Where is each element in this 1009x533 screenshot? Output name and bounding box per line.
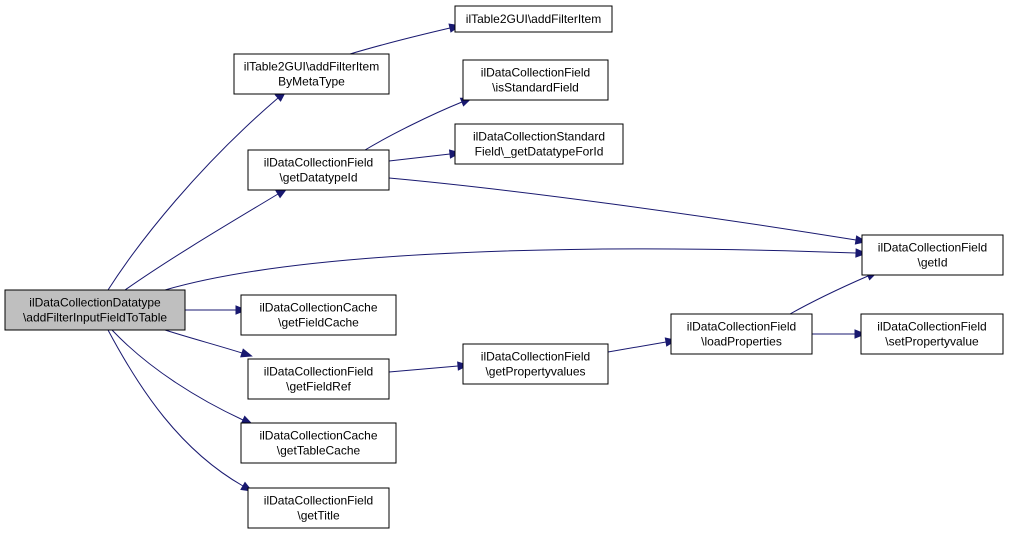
- edges-layer: [107, 23, 879, 492]
- edge-loadProperties-to-setPropertyvalue: [812, 329, 867, 339]
- node-label: \getTableCache: [277, 444, 361, 458]
- edge-line: [124, 193, 279, 291]
- edge-root-to-getFieldCache: [185, 305, 248, 315]
- node-label: ilDataCollectionField: [264, 494, 373, 508]
- edge-getFieldRef-to-getPropertyvalues: [388, 361, 470, 373]
- node-getFieldRef[interactable]: ilDataCollectionField\getFieldRef: [247, 358, 390, 400]
- edge-line: [388, 153, 451, 162]
- edge-line: [607, 341, 667, 353]
- edge-line: [388, 177, 857, 241]
- node-box[interactable]: [247, 358, 390, 400]
- node-box[interactable]: [454, 123, 624, 165]
- node-getDatatypeForId[interactable]: ilDataCollectionStandardField\_getDataty…: [454, 123, 624, 165]
- node-box[interactable]: [860, 313, 1004, 355]
- node-box[interactable]: [861, 234, 1004, 276]
- node-label: \loadProperties: [701, 335, 782, 349]
- node-box[interactable]: [247, 149, 390, 191]
- node-label: ilTable2GUI\addFilterItem: [244, 60, 379, 74]
- edge-root-to-getFieldRef: [164, 329, 253, 358]
- edge-getDatatypeId-to-getId: [388, 177, 868, 245]
- node-label: ilDataCollectionStandard: [473, 130, 605, 144]
- edge-line: [164, 329, 243, 354]
- node-box[interactable]: [247, 487, 390, 529]
- edge-root-to-getTitle: [107, 329, 253, 492]
- node-box[interactable]: [462, 59, 609, 101]
- edge-line: [789, 275, 869, 315]
- node-label: ilTable2GUI\addFilterItem: [466, 12, 601, 26]
- node-label: \getFieldCache: [278, 316, 359, 330]
- node-box[interactable]: [240, 422, 397, 464]
- node-label: ilDataCollectionField: [264, 365, 373, 379]
- node-getFieldCache[interactable]: ilDataCollectionCache\getFieldCache: [240, 294, 397, 336]
- arrowhead: [855, 248, 868, 258]
- edge-line: [388, 365, 459, 373]
- node-label: ilDataCollectionField: [878, 241, 987, 255]
- edge-line: [107, 329, 244, 487]
- edge-root-to-getId: [164, 248, 868, 291]
- nodes-layer: ilDataCollectionDatatype\addFilterInputF…: [4, 5, 1004, 529]
- node-setPropertyvalue[interactable]: ilDataCollectionField\setPropertyvalue: [860, 313, 1004, 355]
- node-label: \addFilterInputFieldToTable: [23, 311, 167, 325]
- edge-loadProperties-to-getId: [789, 271, 879, 315]
- node-label: \isStandardField: [492, 81, 579, 95]
- edge-addFilterItemByMetaType-to-addFilterItem: [349, 23, 462, 55]
- node-box[interactable]: [670, 313, 813, 355]
- edge-line: [164, 248, 857, 291]
- edge-line: [111, 329, 244, 421]
- edge-root-to-getTableCache: [111, 329, 254, 425]
- node-label: ilDataCollectionField: [264, 156, 373, 170]
- node-label: ilDataCollectionField: [481, 66, 590, 80]
- node-getDatatypeId[interactable]: ilDataCollectionField\getDatatypeId: [247, 149, 390, 191]
- edge-getDatatypeId-to-getDatatypeForId: [388, 149, 462, 162]
- node-box[interactable]: [454, 5, 613, 33]
- node-label: ilDataCollectionField: [481, 350, 590, 364]
- node-label: \getPropertyvalues: [485, 365, 585, 379]
- node-getTableCache[interactable]: ilDataCollectionCache\getTableCache: [240, 422, 397, 464]
- node-label: \getDatatypeId: [279, 171, 357, 185]
- node-addFilterItem[interactable]: ilTable2GUI\addFilterItem: [454, 5, 613, 33]
- arrowhead: [240, 348, 253, 358]
- edge-line: [349, 27, 451, 55]
- node-label: ilDataCollectionField: [687, 320, 796, 334]
- node-loadProperties[interactable]: ilDataCollectionField\loadProperties: [670, 313, 813, 355]
- node-root[interactable]: ilDataCollectionDatatype\addFilterInputF…: [4, 289, 186, 331]
- edge-root-to-addFilterItemByMetaType: [107, 90, 287, 291]
- node-label: \setPropertyvalue: [885, 335, 979, 349]
- node-box[interactable]: [4, 289, 186, 331]
- node-label: ilDataCollectionCache: [259, 301, 377, 315]
- node-box[interactable]: [462, 343, 609, 385]
- node-label: ByMetaType: [278, 75, 345, 89]
- node-label: \getId: [917, 256, 947, 270]
- node-getId[interactable]: ilDataCollectionField\getId: [861, 234, 1004, 276]
- node-getPropertyvalues[interactable]: ilDataCollectionField\getPropertyvalues: [462, 343, 609, 385]
- node-label: ilDataCollectionField: [877, 320, 986, 334]
- node-label: ilDataCollectionDatatype: [29, 296, 161, 310]
- node-getTitle[interactable]: ilDataCollectionField\getTitle: [247, 487, 390, 529]
- node-box[interactable]: [233, 53, 390, 95]
- node-box[interactable]: [240, 294, 397, 336]
- node-label: \getFieldRef: [286, 380, 351, 394]
- node-label: ilDataCollectionCache: [259, 429, 377, 443]
- edge-getPropertyvalues-to-loadProperties: [607, 337, 678, 353]
- node-label: \getTitle: [297, 509, 340, 523]
- node-label: Field\_getDatatypeForId: [475, 145, 604, 159]
- edge-line: [364, 101, 463, 151]
- node-isStandardField[interactable]: ilDataCollectionField\isStandardField: [462, 59, 609, 101]
- arrowhead: [854, 329, 867, 339]
- edge-root-to-getDatatypeId: [124, 188, 288, 291]
- edge-line: [107, 97, 279, 291]
